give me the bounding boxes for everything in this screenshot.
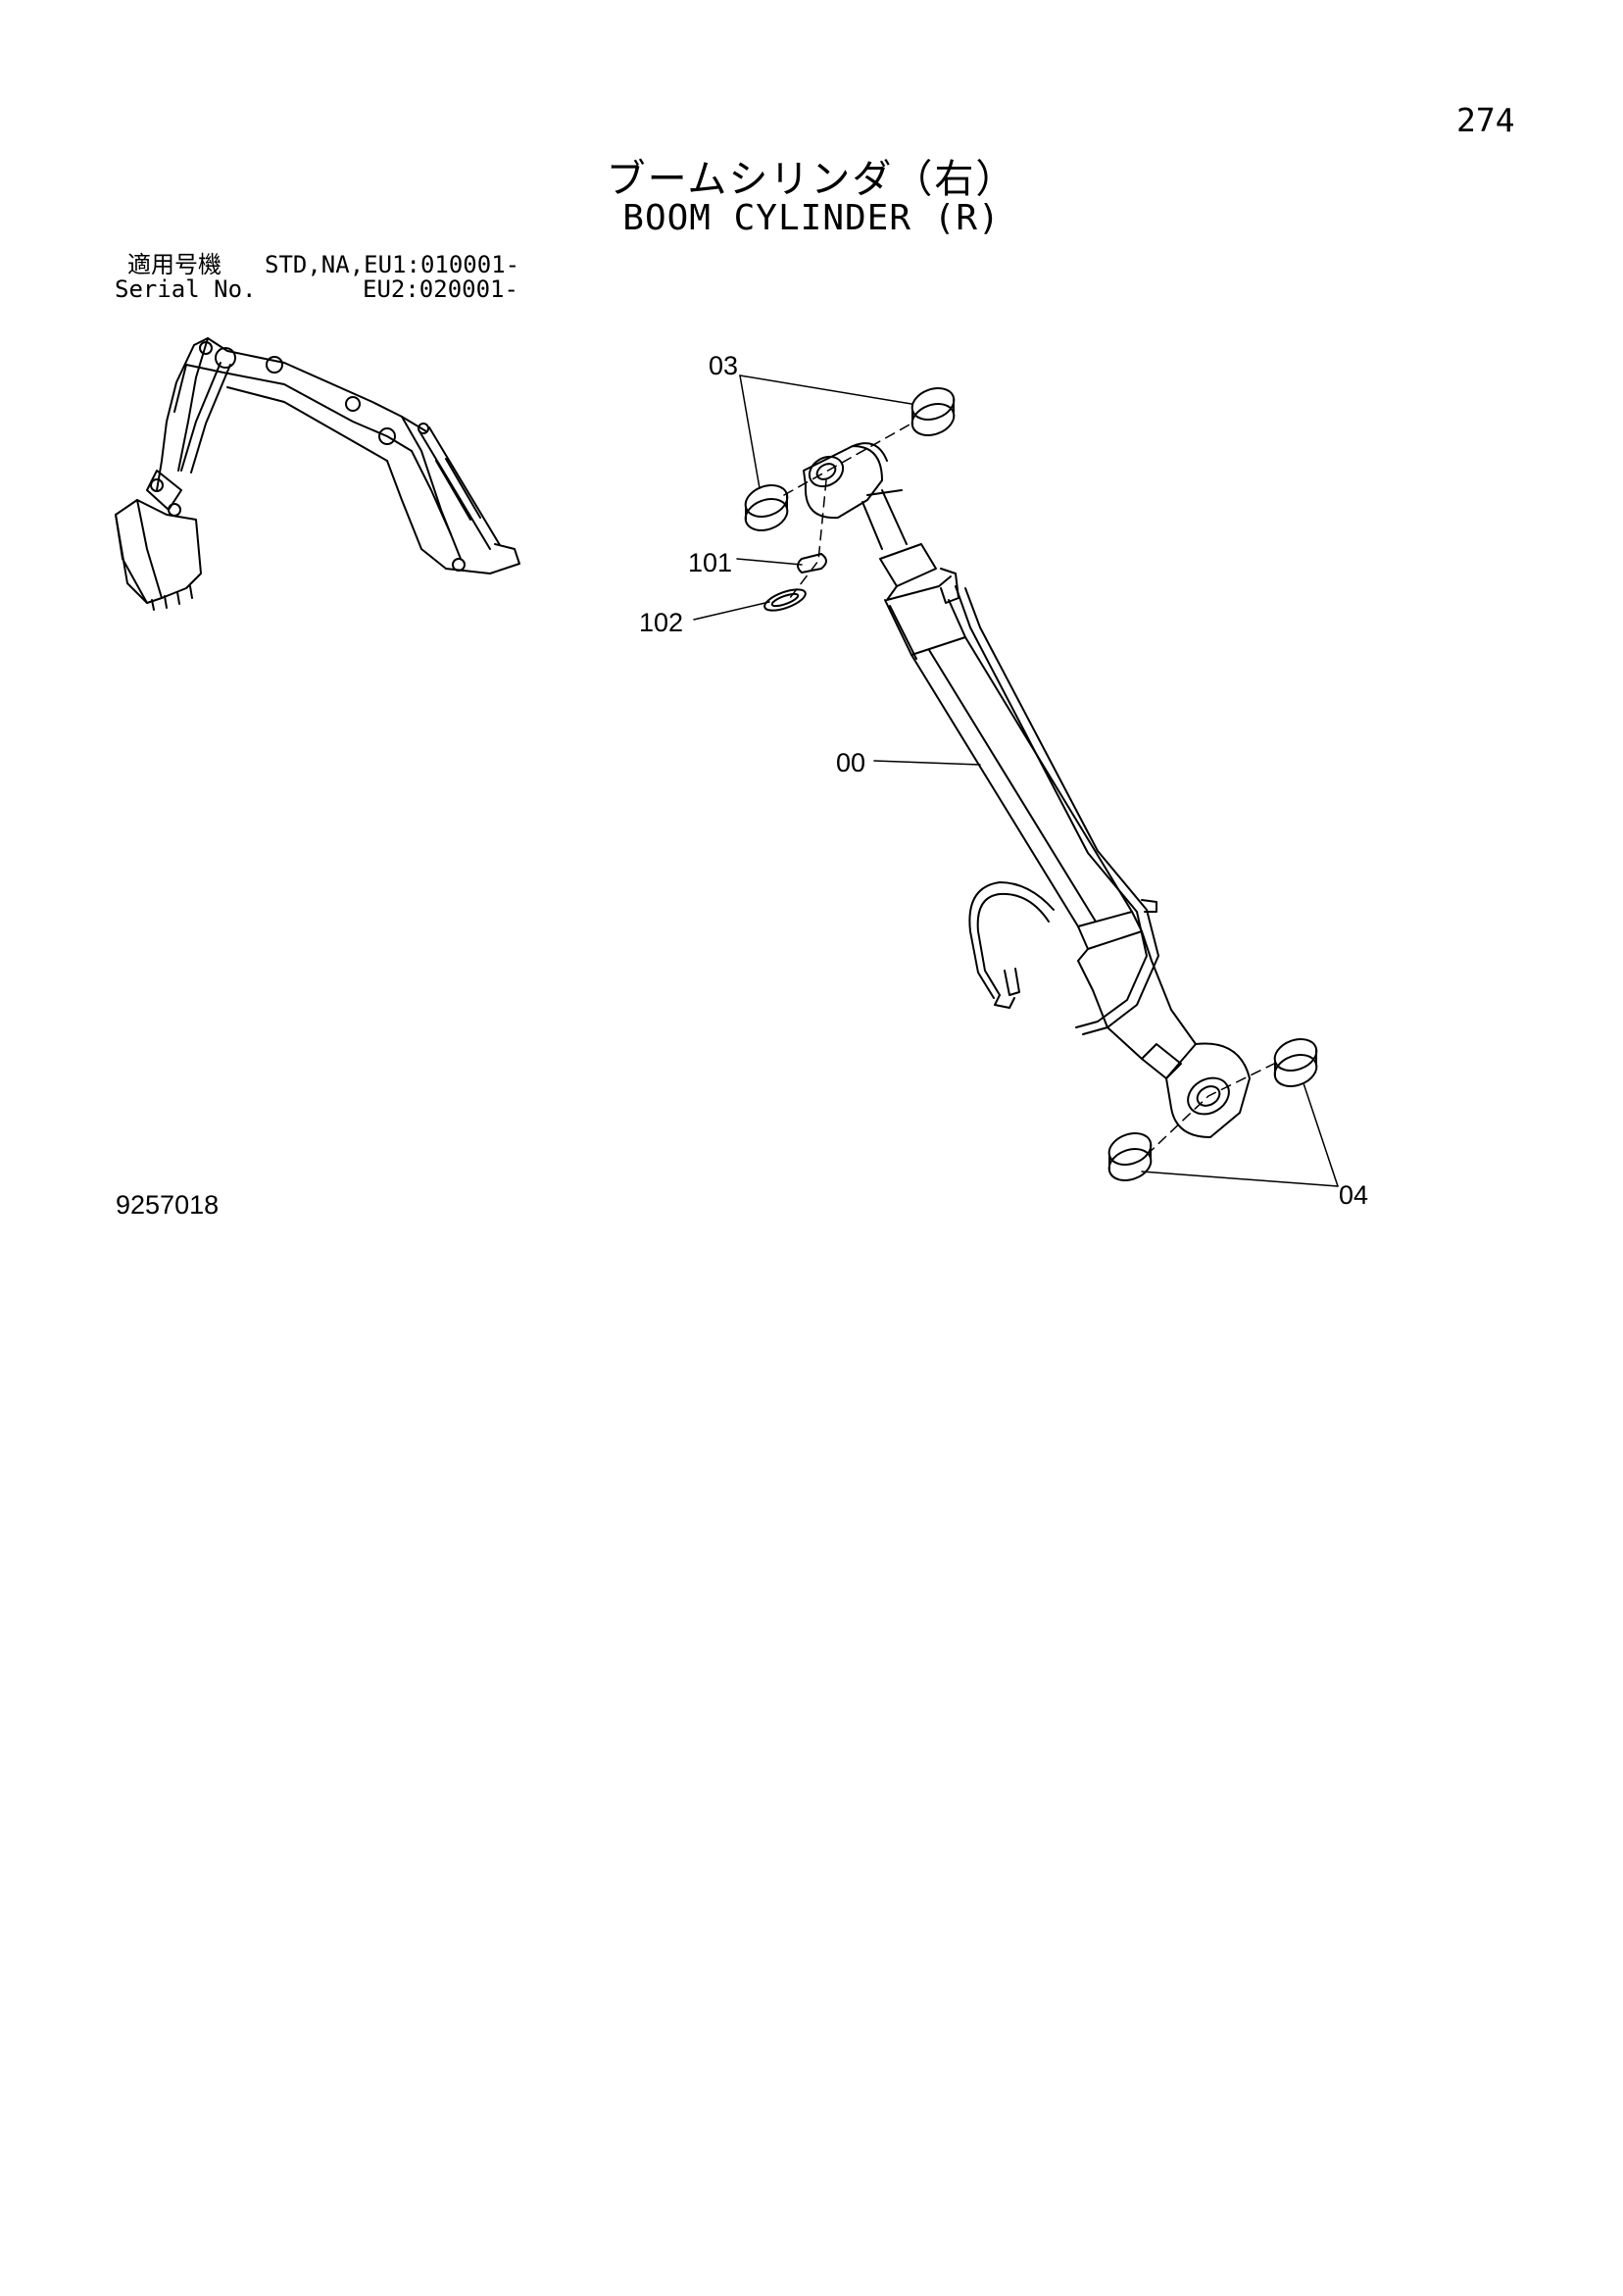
title-japanese: ブームシリンダ（右） [606, 157, 1017, 202]
callout-101: 101 [688, 548, 732, 577]
callout-102: 102 [639, 608, 683, 637]
boom-cylinder-assembly-icon [803, 442, 1251, 1138]
serial-label-english: Serial No. [115, 275, 257, 303]
snap-ring-icon [763, 588, 807, 612]
bushing-bottom-left-icon [1107, 1132, 1153, 1181]
callout-03: 03 [709, 351, 738, 380]
serial-label-japanese: 適用号機 [127, 251, 221, 278]
excavator-thumbnail-icon [115, 337, 520, 611]
serial-range-1: STD,NA,EU1:010001- [265, 251, 520, 278]
leader-lines [693, 374, 1339, 1187]
page-number: 274 [1456, 101, 1515, 139]
bushing-top-right-icon [910, 387, 956, 436]
pin-icon [797, 553, 827, 574]
bushing-bottom-right-icon [1273, 1038, 1318, 1087]
bushing-top-left-icon [744, 484, 789, 531]
serial-range-2: EU2:020001- [363, 275, 518, 303]
drawing-number: 9257018 [116, 1190, 220, 1220]
callout-04: 04 [1339, 1180, 1368, 1210]
callout-00: 00 [836, 748, 865, 777]
center-line [783, 423, 1275, 1156]
title-english: BOOM CYLINDER (R) [622, 198, 1001, 238]
